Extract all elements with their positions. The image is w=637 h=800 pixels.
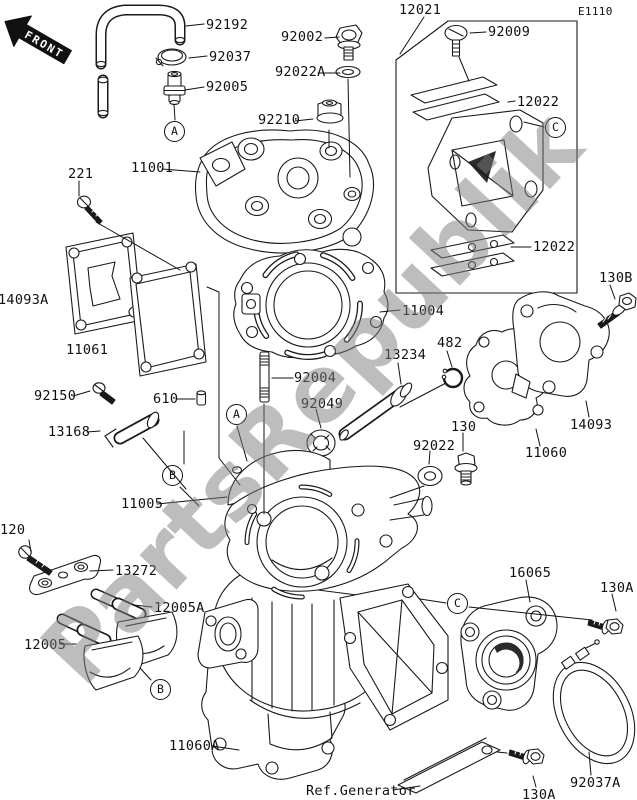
bolt-130A-lower [508,748,545,765]
part-label-130A-1: 130A [600,580,634,596]
cover-14093 [511,291,610,399]
washer-92022 [417,465,443,487]
callout-C-2: C [447,593,468,614]
part-label-12022-2: 12022 [533,239,576,255]
part-label-130: 130 [451,419,477,435]
part-label-92192: 92192 [206,17,249,33]
bolt-92150 [92,382,116,405]
callout-B-2: B [150,679,171,700]
callout-C-1: C [545,117,566,138]
bolt-120 [18,545,53,576]
generator-ref-bar [397,737,501,794]
part-label-92210: 92210 [258,112,301,128]
oil-seal-92049 [306,429,336,457]
circlip-482 [441,367,464,389]
screw-221 [76,195,103,225]
bolt-130 [454,452,478,486]
part-label-13234: 13234 [384,347,427,363]
reed-valve-box-12021 [395,20,578,294]
holder-16065 [460,596,558,711]
part-label-12021: 12021 [399,2,442,18]
part-label-16065: 16065 [509,565,552,581]
part-label-14093: 14093 [570,417,613,433]
part-label-12022-1: 12022 [517,94,560,110]
part-label-92150: 92150 [34,388,77,404]
stud-92004 [259,351,270,403]
part-label-92022A: 92022A [275,64,326,80]
part-label-13272: 13272 [115,563,158,579]
bolt-130A-upper [587,618,624,635]
ref-generator-label: Ref.Generator [306,783,416,799]
clamp-92037A [552,639,636,765]
part-label-120: 120 [0,522,26,538]
nut-92210 [316,99,344,124]
gasket-11061 [129,261,207,377]
part-label-14093A: 14093A [0,292,49,308]
callout-B-1: B [162,465,183,486]
part-label-92002: 92002 [281,29,324,45]
part-label-610: 610 [153,391,179,407]
joint-13168 [104,411,160,448]
part-label-92022: 92022 [413,438,456,454]
part-label-11001: 11001 [131,160,174,176]
cylinder-head-11001 [194,129,375,254]
part-label-11060A: 11060A [169,738,220,754]
valve-12005 [56,613,144,691]
hose-clamp-92037 [155,48,187,67]
part-label-92004: 92004 [294,370,337,386]
part-label-92037A: 92037A [570,775,621,791]
part-label-482: 482 [437,335,463,351]
callout-A-2: A [226,404,247,425]
bolt-92002 [335,24,363,61]
part-label-13168: 13168 [48,424,91,440]
part-label-92049: 92049 [301,396,344,412]
washer-92022A [335,65,361,79]
page-code: E1110 [578,5,613,18]
front-arrow-icon: FRONT [4,15,72,65]
bolt-130B [597,292,637,329]
part-label-11061: 11061 [66,342,109,358]
shaft-13234 [338,382,413,441]
part-label-11060: 11060 [525,445,568,461]
part-label-11004: 11004 [402,303,445,319]
cylinder-11005 [197,449,449,751]
part-label-221: 221 [68,166,94,182]
callout-A-1: A [164,121,185,142]
part-label-130B: 130B [599,270,633,286]
fitting-92005 [163,70,186,106]
part-label-130A-2: 130A [522,787,556,800]
part-label-11005: 11005 [121,496,164,512]
plate-13272 [29,554,102,596]
part-label-92037: 92037 [209,49,252,65]
part-label-92005: 92005 [206,79,249,95]
head-gasket-11004 [233,248,389,360]
pin-610 [196,390,207,406]
part-label-12005: 12005 [24,637,67,653]
part-label-92009: 92009 [488,24,531,40]
leader-lines [28,16,617,791]
hose-92192 [95,4,186,119]
part-label-12005A: 12005A [154,600,205,616]
